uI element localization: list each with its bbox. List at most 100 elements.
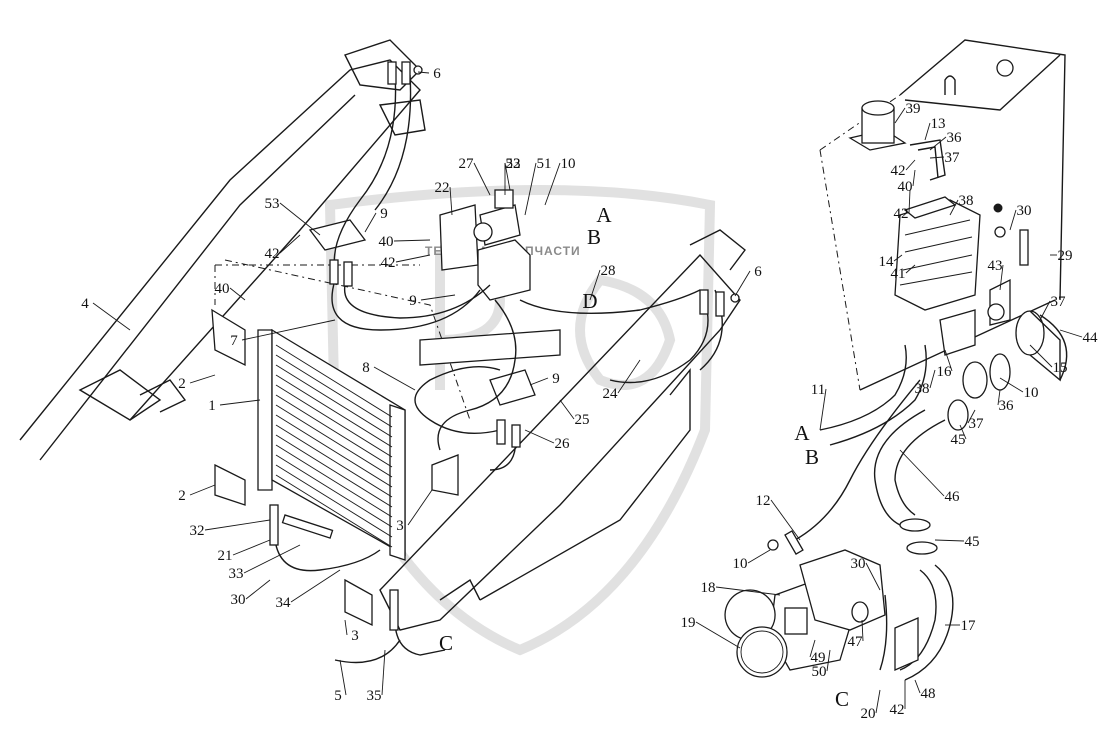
leader-41: [905, 264, 916, 274]
leader-38: [929, 369, 936, 389]
callout-8: 8: [362, 360, 370, 376]
leader-4: [92, 302, 131, 331]
callout-38: 38: [959, 193, 974, 209]
callout-39: 39: [906, 101, 921, 117]
callout-17: 17: [961, 618, 977, 634]
leader-9: [529, 377, 549, 386]
callout-34: 34: [276, 595, 292, 611]
leader-39: [894, 107, 906, 124]
callout-42: 42: [265, 246, 280, 262]
frame-right: [379, 229, 746, 631]
leader-1: [219, 399, 261, 406]
callout-24: 24: [603, 386, 619, 402]
leader-45: [934, 539, 965, 542]
leader-10: [999, 377, 1024, 393]
connection-letter-C: C: [439, 631, 453, 655]
leader-18: [715, 586, 781, 596]
leader-10: [747, 549, 771, 564]
leader-40: [912, 169, 916, 187]
leader-45: [959, 424, 967, 440]
callout-37: 37: [945, 150, 961, 166]
leader-37: [929, 156, 945, 159]
callout-6: 6: [754, 264, 762, 280]
connection-letter-A: A: [596, 203, 612, 227]
leader-44: [1059, 329, 1083, 338]
callout-53: 53: [265, 196, 280, 212]
callout-15: 15: [1053, 360, 1068, 376]
callout-13: 13: [931, 116, 946, 132]
callout-19: 19: [681, 615, 696, 631]
leader-13: [924, 122, 931, 141]
leader-20: [875, 689, 881, 714]
callout-6: 6: [433, 66, 441, 82]
callout-30: 30: [231, 592, 246, 608]
callout-16: 16: [937, 364, 953, 380]
connection-letter-B: B: [587, 225, 601, 249]
callout-40: 40: [898, 179, 913, 195]
callout-43: 43: [988, 258, 1003, 274]
callout-35: 35: [367, 688, 382, 704]
callout-42: 42: [894, 206, 909, 222]
connection-letter-D: D: [582, 289, 597, 313]
callout-9: 9: [552, 371, 560, 387]
callout-14: 14: [879, 254, 895, 270]
leader-35: [381, 649, 386, 696]
callout-27: 27: [459, 156, 475, 172]
leader-43: [999, 264, 1004, 291]
leader-53: [279, 202, 321, 236]
leader-lines: [92, 71, 1083, 714]
manifold-plates: [308, 219, 561, 406]
callout-28: 28: [601, 263, 616, 279]
leader-3: [344, 619, 348, 636]
leader-37: [1039, 300, 1051, 321]
leader-46: [899, 449, 945, 497]
leader-42: [279, 234, 301, 254]
callout-4: 4: [81, 296, 89, 312]
leader-49: [809, 639, 816, 658]
return-filter: [848, 100, 946, 181]
leader-26: [524, 429, 555, 444]
callout-47: 47: [848, 634, 864, 650]
callout-42: 42: [381, 255, 396, 271]
callout-1: 1: [208, 398, 216, 414]
leader-30: [1009, 209, 1017, 231]
callout-25: 25: [575, 412, 590, 428]
leader-16: [944, 349, 953, 372]
leader-21: [232, 539, 271, 556]
callout-40: 40: [215, 281, 230, 297]
leader-50: [826, 649, 831, 672]
callout-26: 26: [555, 436, 571, 452]
leader-9: [364, 212, 377, 233]
callout-20: 20: [861, 706, 876, 722]
leader-48: [914, 679, 921, 694]
frame-boom: [19, 39, 471, 461]
callout-40: 40: [379, 234, 394, 250]
callout-33: 33: [229, 566, 244, 582]
callout-23: 23: [506, 156, 521, 172]
callout-29: 29: [1058, 248, 1073, 264]
callout-42: 42: [890, 702, 905, 718]
callout-21: 21: [218, 548, 233, 564]
leader-30: [865, 562, 881, 591]
leader-36: [929, 136, 947, 151]
leader-42: [905, 159, 916, 171]
callout-18: 18: [701, 580, 716, 596]
leader-40: [393, 239, 431, 242]
leader-6: [417, 71, 430, 74]
leader-22: [449, 186, 453, 216]
leader-36: [997, 389, 1001, 406]
callout-38: 38: [915, 381, 930, 397]
leader-51: [524, 162, 537, 216]
callout-32: 32: [190, 523, 205, 539]
leader-3: [407, 489, 433, 526]
connection-letter-B: B: [805, 445, 819, 469]
leader-24: [617, 359, 641, 394]
callout-49: 49: [811, 650, 826, 666]
callout-50: 50: [812, 664, 827, 680]
leader-7: [241, 319, 336, 341]
callout-30: 30: [1017, 203, 1032, 219]
leader-11: [819, 388, 827, 431]
callout-48: 48: [921, 686, 936, 702]
leader-40: [229, 287, 246, 301]
callout-51: 51: [537, 156, 552, 172]
